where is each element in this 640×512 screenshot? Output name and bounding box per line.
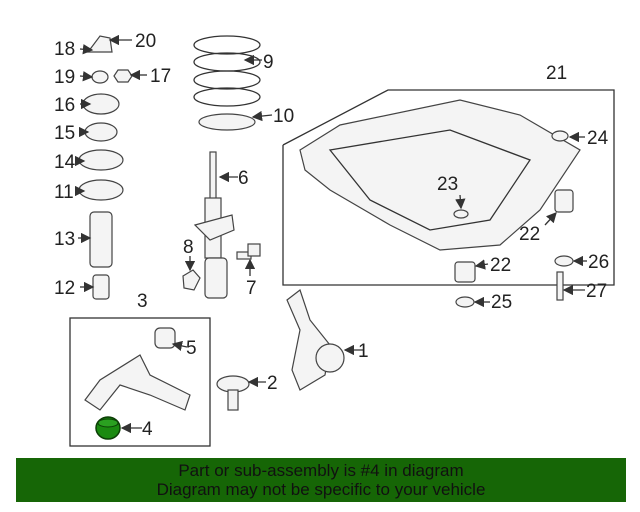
callout-9[interactable]: 9	[263, 52, 274, 73]
strut-mount-parts	[78, 35, 133, 300]
callout-26[interactable]: 26	[588, 252, 609, 273]
coil-spring	[193, 35, 261, 131]
callout-27[interactable]: 27	[586, 281, 607, 302]
callout-17[interactable]: 17	[150, 66, 171, 87]
strut-assembly	[182, 151, 261, 299]
lower-control-arm	[84, 327, 191, 411]
subframe-group-outline	[282, 89, 615, 286]
callout-20[interactable]: 20	[135, 31, 156, 52]
callout-11[interactable]: 11	[54, 182, 74, 203]
callout-2[interactable]: 2	[267, 373, 278, 394]
bushing-part-4-highlighted[interactable]	[95, 416, 121, 440]
callout-4[interactable]: 4	[142, 419, 153, 440]
callout-22-right[interactable]: 22	[519, 224, 540, 245]
banner-part-note: Part or sub-assembly is #4 in diagram	[178, 461, 464, 480]
callout-18[interactable]: 18	[54, 39, 75, 60]
callout-19[interactable]: 19	[54, 67, 75, 88]
banner-disclaimer: Diagram may not be specific to your vehi…	[156, 480, 486, 499]
callout-6[interactable]: 6	[238, 168, 249, 189]
callout-8[interactable]: 8	[183, 237, 194, 258]
callout-10[interactable]: 10	[273, 106, 294, 127]
callout-7[interactable]: 7	[246, 278, 257, 299]
callout-14[interactable]: 14	[54, 152, 76, 173]
callout-arrows	[74, 34, 587, 434]
callout-22-lower[interactable]: 22	[490, 255, 511, 276]
callout-13[interactable]: 13	[54, 229, 75, 250]
info-banner: Part or sub-assembly is #4 in diagram Di…	[16, 458, 626, 502]
callout-24[interactable]: 24	[587, 128, 609, 149]
steering-knuckle	[286, 289, 345, 391]
lower-arm-group-outline	[69, 317, 211, 447]
callout-12[interactable]: 12	[54, 278, 75, 299]
callout-25[interactable]: 25	[491, 292, 512, 313]
callout-5[interactable]: 5	[186, 338, 197, 359]
callout-16[interactable]: 16	[54, 95, 75, 116]
crossmember-subframe	[299, 99, 581, 308]
callout-1[interactable]: 1	[358, 341, 369, 362]
callout-labels: 1 2 3 4 5 6 7 8 9 10 11 12 13 14 15 16 1…	[54, 31, 609, 440]
callout-21[interactable]: 21	[546, 63, 567, 84]
ball-joint	[216, 375, 250, 411]
callout-23[interactable]: 23	[437, 174, 458, 195]
callout-3[interactable]: 3	[137, 291, 148, 312]
callout-15[interactable]: 15	[54, 123, 75, 144]
